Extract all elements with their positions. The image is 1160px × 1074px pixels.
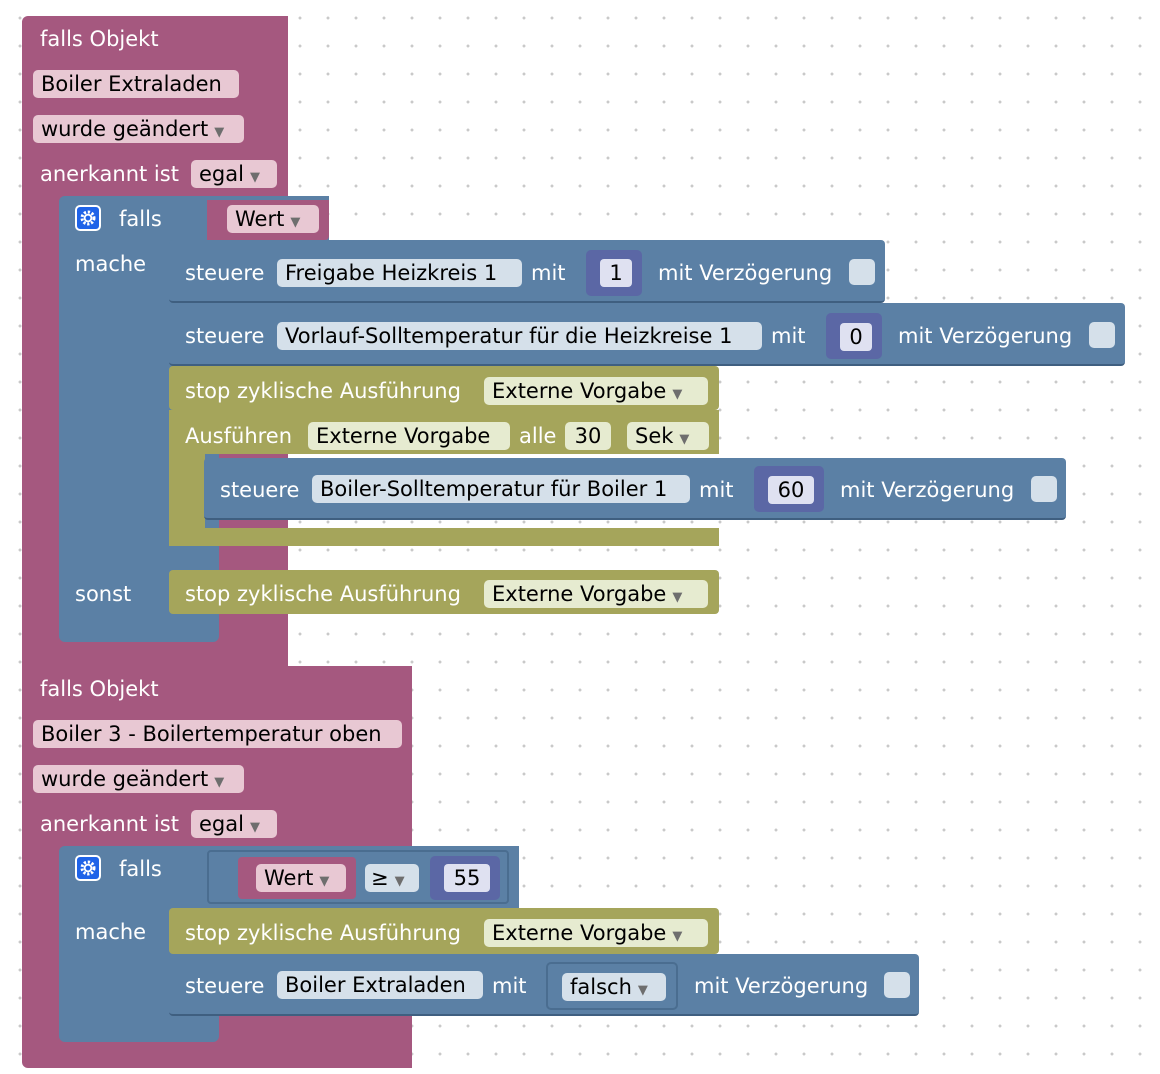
- stop3-schedule-dropdown[interactable]: Externe Vorgabe ▼: [484, 919, 708, 947]
- trigger1-object-selector[interactable]: Boiler Extraladen: [33, 70, 239, 98]
- trigger2-object-label: Boiler 3 - Boilertemperatur oben: [41, 722, 382, 746]
- trigger-block-1-footer: [22, 648, 288, 666]
- chevron-down-icon: ▼: [290, 215, 301, 230]
- chevron-down-icon: ▼: [394, 874, 405, 889]
- control2-value-field[interactable]: 0: [840, 323, 872, 351]
- trigger1-event-label: wurde geändert: [41, 117, 209, 141]
- gear-icon[interactable]: [75, 855, 101, 881]
- chevron-down-icon: ▼: [319, 874, 330, 889]
- if2-right-value-field[interactable]: 55: [444, 864, 490, 892]
- trigger1-event-dropdown[interactable]: wurde geändert ▼: [33, 115, 244, 143]
- interval-unit-dropdown[interactable]: Sek ▼: [627, 422, 709, 450]
- control2-label: steuere: [185, 324, 265, 348]
- interval-block-footer: [169, 528, 719, 546]
- control2-value: 0: [849, 325, 863, 349]
- trigger2-ack-label: anerkannt ist: [40, 812, 179, 836]
- control4-value-dropdown[interactable]: falsch ▼: [562, 973, 666, 1001]
- control4-target-selector[interactable]: Boiler Extraladen: [277, 971, 483, 999]
- control1-delay-label: mit Verzögerung: [658, 261, 833, 285]
- chevron-down-icon: ▼: [637, 983, 648, 998]
- if1-falls-label: falls: [119, 207, 162, 231]
- trigger1-object-label: Boiler Extraladen: [41, 72, 222, 96]
- interval-block-body: [169, 410, 205, 546]
- control3-value-field[interactable]: 60: [768, 476, 814, 504]
- interval-schedule-field[interactable]: Externe Vorgabe: [308, 422, 510, 450]
- stop2-schedule-label: Externe Vorgabe: [492, 582, 667, 606]
- if2-operator: ≥: [371, 866, 389, 890]
- control2-target-selector[interactable]: Vorlauf-Solltemperatur für die Heizkreis…: [277, 322, 762, 350]
- stop1-label: stop zyklische Ausführung: [185, 379, 461, 403]
- control3-label: steuere: [220, 478, 300, 502]
- chevron-down-icon: ▼: [679, 432, 690, 447]
- if2-left-label: Wert: [264, 866, 314, 890]
- control3-delay-checkbox[interactable]: [1031, 476, 1057, 502]
- control2-delay-checkbox[interactable]: [1089, 322, 1115, 348]
- interval-amount-field[interactable]: 30: [565, 422, 611, 450]
- if1-condition-dropdown[interactable]: Wert ▼: [227, 205, 319, 233]
- stop1-schedule-label: Externe Vorgabe: [492, 379, 667, 403]
- control4-delay-checkbox[interactable]: [884, 972, 910, 998]
- interval-every-label: alle: [519, 424, 557, 448]
- control1-target-label: Freigabe Heizkreis 1: [285, 261, 498, 285]
- trigger1-ack-value: egal: [199, 162, 244, 186]
- stop3-schedule-label: Externe Vorgabe: [492, 921, 667, 945]
- control1-label: steuere: [185, 261, 265, 285]
- chevron-down-icon: ▼: [249, 170, 260, 185]
- trigger1-ack-dropdown[interactable]: egal ▼: [191, 160, 277, 188]
- control2-delay-label: mit Verzögerung: [898, 324, 1073, 348]
- if1-mache-label: mache: [75, 252, 147, 276]
- control1-value-field[interactable]: 1: [600, 259, 632, 287]
- if2-mache-label: mache: [75, 920, 147, 944]
- trigger2-object-selector[interactable]: Boiler 3 - Boilertemperatur oben: [33, 720, 402, 748]
- control4-with-label: mit: [492, 974, 527, 998]
- interval-schedule-label: Externe Vorgabe: [316, 424, 491, 448]
- control3-target-selector[interactable]: Boiler-Solltemperatur für Boiler 1: [312, 475, 690, 503]
- chevron-down-icon: ▼: [214, 125, 225, 140]
- control3-delay-label: mit Verzögerung: [840, 478, 1015, 502]
- if2-right-value: 55: [453, 866, 481, 890]
- control1-with-label: mit: [531, 261, 566, 285]
- if2-operator-dropdown[interactable]: ≥▼: [365, 864, 419, 892]
- control4-target-label: Boiler Extraladen: [285, 973, 466, 997]
- if2-left-dropdown[interactable]: Wert ▼: [256, 864, 346, 892]
- if2-falls-label: falls: [119, 857, 162, 881]
- trigger2-title: falls Objekt: [40, 677, 159, 701]
- control4-value: falsch: [570, 975, 632, 999]
- chevron-down-icon: ▼: [672, 929, 683, 944]
- control4-delay-label: mit Verzögerung: [694, 974, 869, 998]
- control3-with-label: mit: [699, 478, 734, 502]
- stop2-schedule-dropdown[interactable]: Externe Vorgabe ▼: [484, 580, 708, 608]
- control4-label: steuere: [185, 974, 265, 998]
- trigger2-event-dropdown[interactable]: wurde geändert ▼: [33, 765, 244, 793]
- chevron-down-icon: ▼: [672, 387, 683, 402]
- control3-value: 60: [777, 478, 805, 502]
- stop1-schedule-dropdown[interactable]: Externe Vorgabe ▼: [484, 377, 708, 405]
- interval-unit: Sek: [635, 424, 674, 448]
- control2-with-label: mit: [771, 324, 806, 348]
- trigger2-event-label: wurde geändert: [41, 767, 209, 791]
- trigger1-title: falls Objekt: [40, 27, 159, 51]
- trigger1-ack-label: anerkannt ist: [40, 162, 179, 186]
- stop2-label: stop zyklische Ausführung: [185, 582, 461, 606]
- stop3-label: stop zyklische Ausführung: [185, 921, 461, 945]
- chevron-down-icon: ▼: [249, 820, 260, 835]
- chevron-down-icon: ▼: [672, 590, 683, 605]
- trigger2-ack-value: egal: [199, 812, 244, 836]
- control1-target-selector[interactable]: Freigabe Heizkreis 1: [277, 259, 522, 287]
- control3-target-label: Boiler-Solltemperatur für Boiler 1: [320, 477, 668, 501]
- chevron-down-icon: ▼: [214, 775, 225, 790]
- control2-target-label: Vorlauf-Solltemperatur für die Heizkreis…: [285, 324, 733, 348]
- trigger2-ack-dropdown[interactable]: egal ▼: [191, 810, 277, 838]
- control1-value: 1: [609, 261, 623, 285]
- if1-condition-label: Wert: [235, 207, 285, 231]
- if1-sonst-label: sonst: [75, 582, 132, 606]
- interval-label: Ausführen: [185, 424, 293, 448]
- gear-icon[interactable]: [75, 205, 101, 231]
- interval-amount: 30: [574, 424, 602, 448]
- control1-delay-checkbox[interactable]: [849, 259, 875, 285]
